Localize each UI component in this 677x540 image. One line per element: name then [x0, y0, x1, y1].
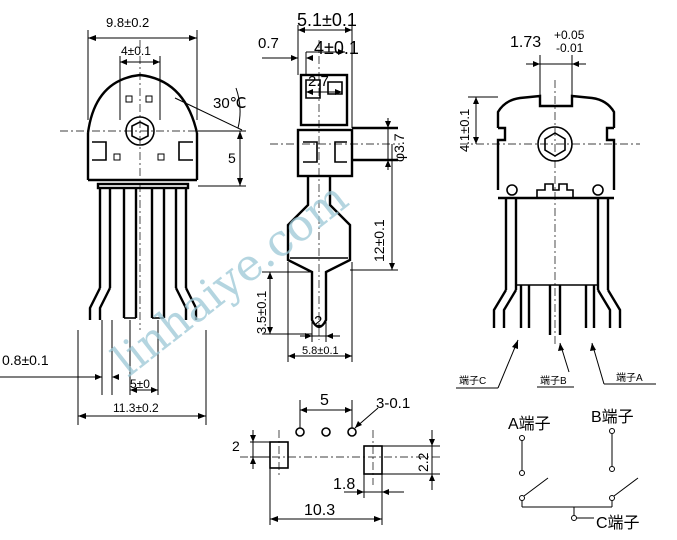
left-front-view: 9.8±0.2 4±0.1 30℃ 5 0.8±0.1 5±0	[0, 15, 247, 425]
footprint-hole-3	[347, 427, 357, 437]
left-dim-width: 11.3±0.2	[113, 401, 159, 415]
right-rear-view: 1.73 +0.05 -0.01 4.1±0.1 端子C 端子B 端子A	[456, 28, 656, 389]
mid-dim-tip: 2	[314, 313, 322, 330]
mid-dim-dia: φ3.7	[391, 133, 407, 162]
footprint-dim-holes: 3-0.1	[376, 395, 410, 412]
schematic-label-b: B端子	[591, 408, 634, 426]
right-dim-shaft-nom: 1.73	[510, 34, 541, 51]
mid-dim-len: 12±0.1	[371, 219, 387, 262]
mid-dim-base: 5.8±0.1	[302, 345, 339, 357]
footprint-hole-2	[321, 427, 331, 437]
schematic-label-a: A端子	[508, 415, 551, 433]
mid-dim-slot: 2.7	[308, 73, 329, 90]
pcb-footprint: 5 3-0.1 2 2.2 1.8 10.3	[232, 392, 440, 525]
left-dim-pin-thk: 0.8±0.1	[2, 352, 49, 368]
right-dim-height: 4.1±0.1	[457, 109, 472, 152]
right-dim-shaft-minus: -0.01	[556, 41, 584, 55]
schematic-label-c: C端子	[596, 514, 640, 532]
footprint-dim-width: 10.3	[304, 502, 335, 519]
footprint-dim-left: 2	[232, 438, 240, 454]
left-body-arc	[86, 73, 199, 134]
left-dim-height: 5	[228, 150, 236, 166]
right-label-a: 端子A	[616, 371, 643, 384]
left-dim-top: 9.8±0.2	[106, 15, 149, 30]
switch-schematic: A端子 B端子 C端子	[508, 408, 640, 532]
right-dim-shaft-plus: +0.05	[554, 28, 585, 42]
footprint-dim-right: 2.2	[415, 452, 431, 472]
right-label-c: 端子C	[459, 374, 486, 387]
footprint-dim-pad: 1.8	[333, 476, 355, 493]
left-dim-inner: 4±0.1	[121, 44, 151, 58]
footprint-dim-pitch: 5	[320, 392, 329, 409]
left-dim-angle: 30℃	[213, 95, 247, 112]
mid-dim-left: 0.7	[258, 35, 279, 52]
mid-dim-top: 5.1±0.1	[297, 10, 357, 30]
middle-side-view: 5.1±0.1 0.7 4±0.1 2.7 φ3.7 12±0.1 3.5±0.…	[254, 10, 407, 362]
left-dim-pitch: 5±0	[130, 377, 150, 391]
mid-dim-pin: 3.5±0.1	[254, 291, 269, 334]
mid-dim-inner: 4±0.1	[314, 38, 359, 58]
footprint-hole-1	[295, 427, 305, 437]
right-label-b: 端子B	[540, 374, 567, 387]
